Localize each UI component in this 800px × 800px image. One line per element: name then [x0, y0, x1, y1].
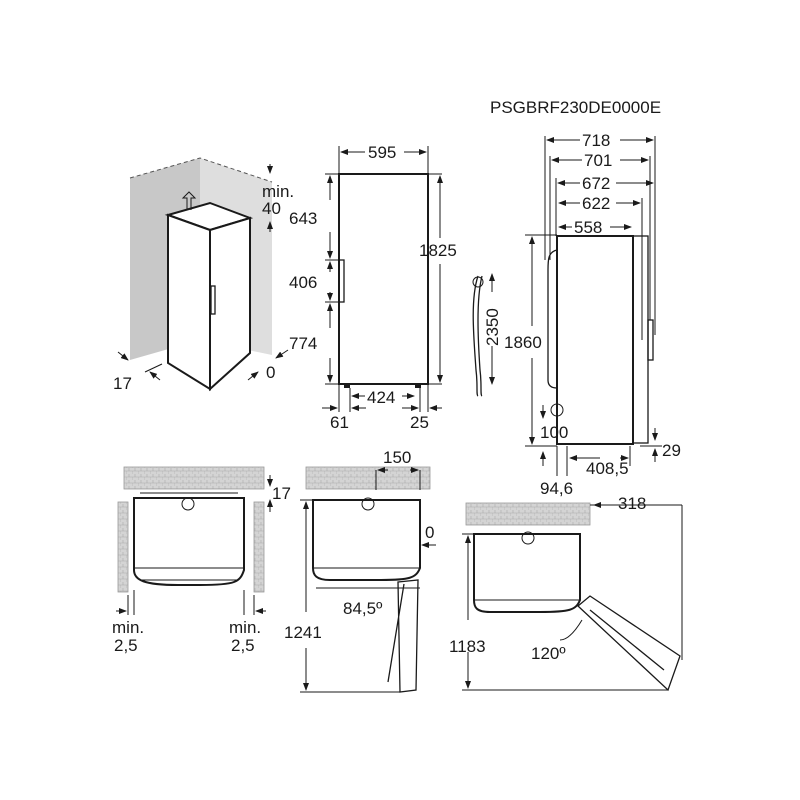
side-view: PSGBRF230DE0000E 718 701 672 622 558 186… [490, 98, 681, 498]
door-angle-2: 120º [531, 644, 566, 663]
door-open-84 [387, 579, 419, 693]
fridge-plan-3 [473, 533, 581, 613]
depth-622: 622 [582, 194, 610, 213]
socket-icon [361, 497, 375, 511]
vent-arrow-icon [181, 191, 197, 210]
side-clearance: 17 [113, 374, 132, 393]
plan-view-door-120: 318 120º 1183 [449, 494, 683, 692]
door-swing-depth-2: 318 [618, 494, 646, 513]
fridge-body-side [556, 235, 634, 445]
wall-hatch [305, 466, 431, 490]
fridge-plan-1 [133, 497, 245, 586]
socket-icon [181, 497, 195, 511]
front-handle [338, 259, 345, 303]
min-label: min. [262, 182, 294, 201]
depth-672: 672 [582, 174, 610, 193]
isometric-view: min. 40 17 0 [113, 157, 294, 393]
front-width: 595 [368, 143, 396, 162]
socket-height: 100 [540, 423, 568, 442]
door-swing-depth-1: 150 [383, 448, 411, 467]
cable-length: 2350 [483, 308, 502, 346]
handle-section: 406 [289, 273, 317, 292]
power-cable: 2350 [472, 273, 502, 397]
door-angle-1: 84,5º [343, 599, 382, 618]
side-handle [647, 319, 654, 361]
left-min-label: min. [112, 618, 144, 637]
front-height: 1825 [419, 241, 457, 260]
fridge-side [167, 213, 211, 391]
depth-718: 718 [582, 131, 610, 150]
side-height: 1860 [504, 333, 542, 352]
total-depth-2: 1183 [449, 637, 486, 656]
model-code: PSGBRF230DE0000E [490, 98, 661, 117]
wall-hatch [123, 466, 265, 490]
wall-hatch [465, 502, 591, 526]
door-open-120 [577, 595, 681, 692]
top-clearance: 40 [262, 199, 281, 218]
total-depth-1: 1241 [284, 623, 322, 642]
hinge-side-gap: 0 [425, 523, 434, 542]
condenser [547, 249, 558, 389]
left-offset: 61 [330, 413, 349, 432]
plan-view-clearance: 17 min. 2,5 min. 2,5 [112, 466, 291, 655]
bottom-section: 774 [289, 334, 317, 353]
wall-clearance: 17 [272, 484, 291, 503]
fridge-door [209, 216, 251, 392]
depth-558: 558 [574, 218, 602, 237]
depth-701: 701 [584, 151, 612, 170]
right-min-label: min. [229, 618, 261, 637]
fridge-handle [210, 285, 216, 315]
door-side [632, 235, 649, 444]
plug-icon [472, 276, 484, 288]
right-offset: 25 [410, 413, 429, 432]
top-section: 643 [289, 209, 317, 228]
fridge-plan-2 [312, 499, 421, 581]
feet-depth: 408,5 [586, 459, 629, 478]
front-view: 595 643 406 774 1825 424 61 25 [289, 143, 457, 432]
right-min-value: 2,5 [231, 636, 255, 655]
back-clearance: 0 [266, 363, 275, 382]
foot-height: 29 [662, 441, 681, 460]
socket-icon [521, 531, 535, 545]
left-min-value: 2,5 [114, 636, 138, 655]
fridge-front [338, 173, 429, 385]
front-offset: 94,6 [540, 479, 573, 498]
feet-span: 424 [367, 388, 395, 407]
plan-view-door-84: 150 0 84,5º 1241 [284, 448, 436, 693]
socket-icon [550, 403, 564, 417]
